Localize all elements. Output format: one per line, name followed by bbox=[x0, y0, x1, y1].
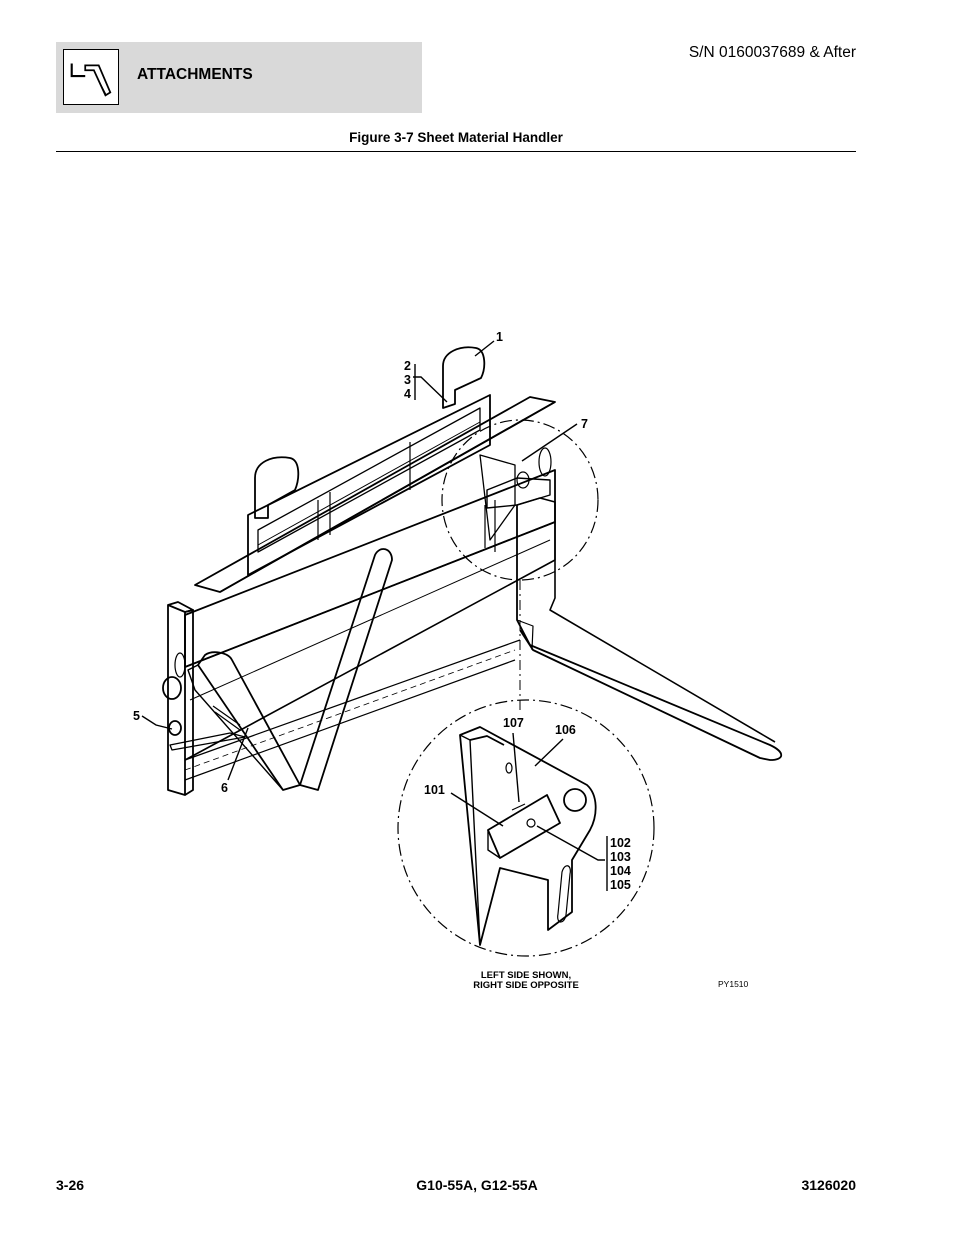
left-upright bbox=[167, 604, 186, 796]
figure-title: Figure 3-7 Sheet Material Handler bbox=[349, 130, 563, 145]
callout-102: 102 bbox=[610, 836, 631, 850]
serial-number: S/N 0160037689 & After bbox=[688, 44, 856, 61]
hook-left bbox=[254, 456, 300, 519]
detail-bracket bbox=[459, 726, 597, 946]
callout-105: 105 bbox=[610, 878, 631, 892]
detail-note-line2: RIGHT SIDE OPPOSITE bbox=[473, 980, 579, 991]
callout-103: 103 bbox=[610, 850, 631, 864]
callout-1: 1 bbox=[496, 330, 503, 344]
header-rule bbox=[56, 151, 856, 152]
callout-5: 5 bbox=[133, 709, 140, 723]
right-fork bbox=[516, 505, 783, 761]
fork-attachment-icon bbox=[63, 49, 119, 105]
callout-3: 3 bbox=[404, 373, 411, 387]
callout-106: 106 bbox=[555, 723, 576, 737]
drawing-code: PY1510 bbox=[718, 979, 749, 989]
backrest bbox=[247, 394, 491, 576]
callout-2: 2 bbox=[404, 359, 411, 373]
callout-104: 104 bbox=[610, 864, 631, 878]
detail-circle-lower bbox=[397, 699, 655, 957]
section-title: ATTACHMENTS bbox=[137, 66, 253, 83]
callout-101: 101 bbox=[424, 783, 445, 797]
model-numbers: G10-55A, G12-55A bbox=[416, 1177, 538, 1193]
callout-107: 107 bbox=[503, 716, 524, 730]
detail-circle-upper bbox=[441, 419, 599, 581]
callout-6: 6 bbox=[221, 781, 228, 795]
latch-pin-top bbox=[162, 676, 182, 700]
left-arm bbox=[299, 548, 393, 791]
hook-right bbox=[442, 346, 486, 409]
page-number: 3-26 bbox=[56, 1177, 85, 1193]
callout-4: 4 bbox=[404, 387, 411, 401]
detail-note-line1: LEFT SIDE SHOWN, bbox=[481, 970, 571, 981]
document-number: 3126020 bbox=[801, 1177, 856, 1193]
top-crossbar bbox=[194, 396, 556, 593]
callout-7: 7 bbox=[581, 417, 588, 431]
